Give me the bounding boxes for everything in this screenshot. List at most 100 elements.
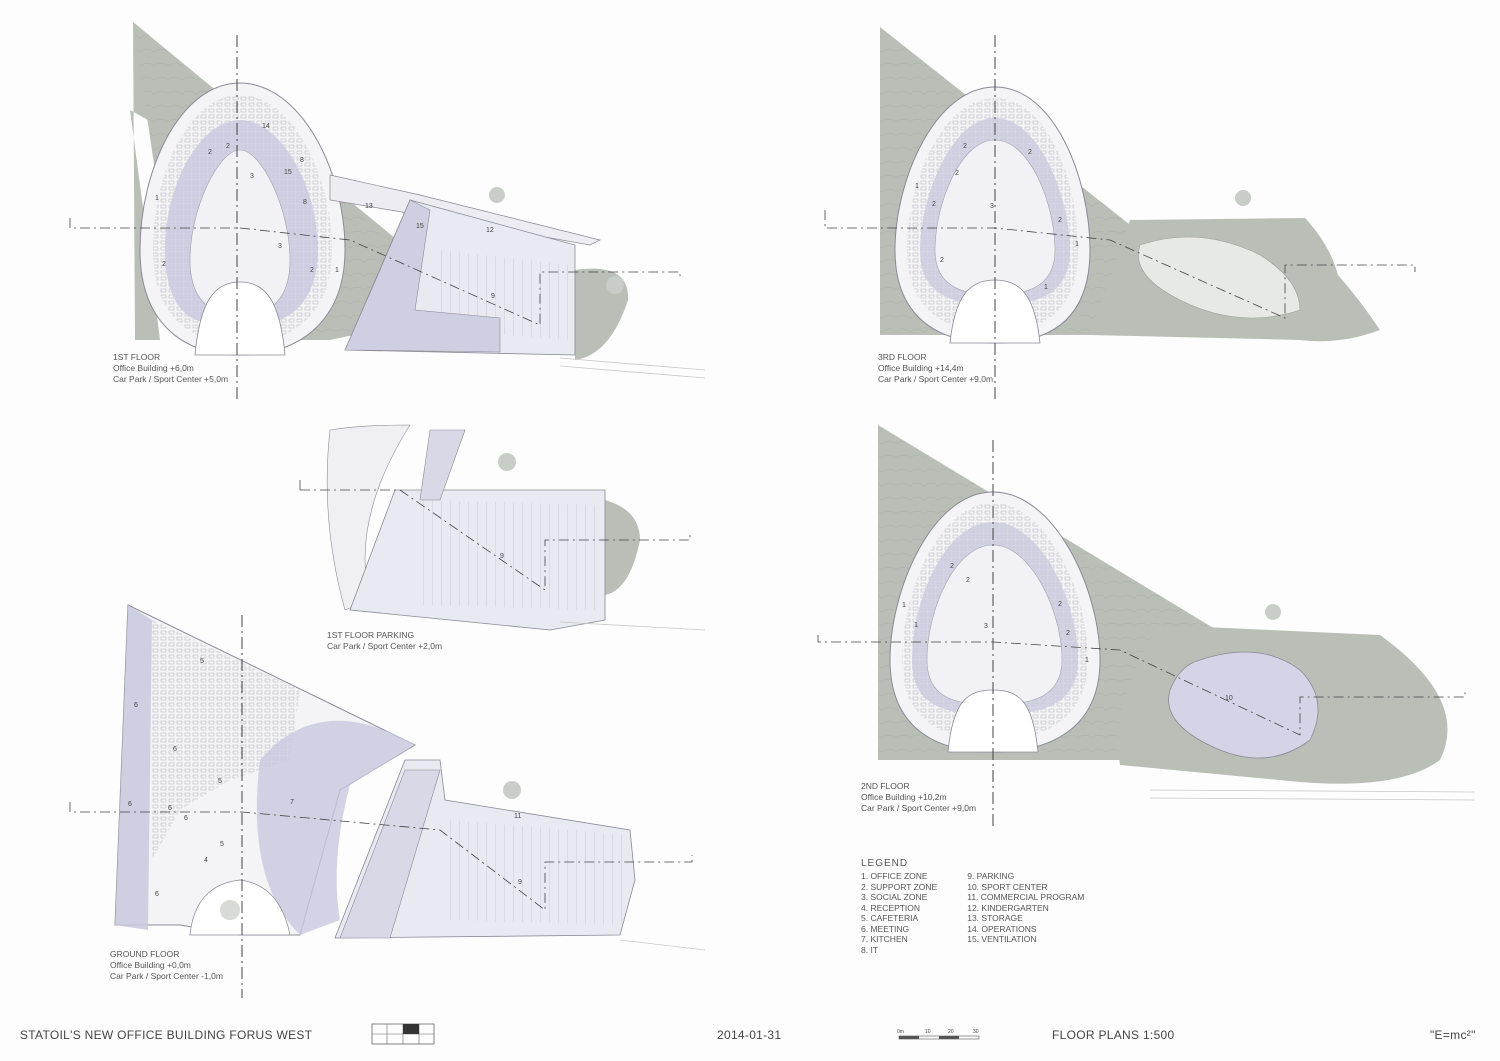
section-line <box>824 210 1416 319</box>
legend-item: 11. COMMERCIAL PROGRAM <box>967 892 1085 902</box>
road-line <box>559 621 706 631</box>
room-number: 1 <box>335 267 339 274</box>
plan-second-floor <box>817 425 1476 828</box>
caption-line: Car Park / Sport Center +2,0m <box>327 641 443 651</box>
car-park-stalls <box>420 500 595 610</box>
legend-item: 2. SUPPORT ZONE <box>861 881 938 892</box>
room-number: 1 <box>1085 657 1089 664</box>
caption-title: 3RD FLOOR <box>878 352 927 362</box>
room-number: 10 <box>1225 695 1233 702</box>
plan-third-floor <box>824 27 1416 400</box>
room-number: 3 <box>278 243 282 250</box>
caption-second-floor: 2ND FLOOR Office Building +10,2m Car Par… <box>861 781 976 814</box>
legend: LEGEND 1. OFFICE ZONE 2. SUPPORT ZONE 3.… <box>861 858 1084 955</box>
room-number: 2 <box>310 267 314 274</box>
road-line <box>559 357 706 371</box>
room-number: 5 <box>220 841 224 848</box>
room-number: 6 <box>155 891 159 898</box>
section-line <box>69 218 681 326</box>
caption-third-floor: 3RD FLOOR Office Building +14,4m Car Par… <box>878 352 993 385</box>
room-number: 5 <box>200 658 204 665</box>
room-number: 7 <box>290 799 294 806</box>
plan-first-floor-parking <box>299 424 706 631</box>
section-line <box>69 802 693 911</box>
legend-title: LEGEND <box>861 858 909 869</box>
entrance-arch <box>194 281 286 356</box>
room-number: 2 <box>932 201 936 208</box>
car-park-stalls <box>450 820 625 925</box>
caption-line: Car Park / Sport Center +5,0m <box>113 374 229 384</box>
vertical-core <box>419 429 466 501</box>
landscape-strip <box>605 500 640 595</box>
road-line <box>1149 789 1476 793</box>
caption-line: Office Building +10,2m <box>861 792 947 802</box>
room-number: 12 <box>486 227 494 234</box>
room-number: 6 <box>168 805 172 812</box>
legend-item: 5. CAFETERIA <box>861 913 919 923</box>
room-number: 9 <box>500 553 504 560</box>
room-number: 2 <box>226 143 230 150</box>
plan-ground-floor <box>69 604 706 998</box>
plan-first-floor <box>69 22 706 400</box>
legend-item: 7. KITCHEN <box>861 934 908 944</box>
room-number: 11 <box>514 813 521 820</box>
caption-title: 2ND FLOOR <box>861 781 910 791</box>
scale-label: 30 <box>973 1029 979 1035</box>
project-title: STATOIL'S NEW OFFICE BUILDING FORUS WEST <box>20 1028 313 1042</box>
room-number: 6 <box>173 746 177 753</box>
room-number: 2 <box>1058 217 1062 224</box>
ramp <box>339 769 441 939</box>
motto: "E=mc²" <box>1430 1028 1476 1042</box>
legend-item: 13. STORAGE <box>967 913 1023 923</box>
room-number: 2 <box>208 149 212 156</box>
sheet-title: FLOOR PLANS 1:500 <box>1052 1028 1175 1042</box>
room-number: 2 <box>162 261 166 268</box>
legend-item: 10. SPORT CENTER <box>967 881 1048 892</box>
caption-line: Office Building +14,4m <box>878 363 964 373</box>
reception-lobby <box>189 879 291 936</box>
scale-label: 0m <box>897 1029 904 1035</box>
room-number: 2 <box>963 143 967 150</box>
legend-item: 12. KINDERGARTEN <box>967 902 1049 913</box>
room-number: 8 <box>300 157 304 164</box>
section-line <box>300 489 691 591</box>
room-number: 2 <box>1028 149 1032 156</box>
caption-line: Car Park / Sport Center +9,0m <box>878 374 994 384</box>
room-number: 2 <box>1058 601 1062 608</box>
sport-garden <box>1138 236 1301 319</box>
caption-line: Car Park / Sport Center +9,0m <box>861 803 977 813</box>
legend-item: 15. VENTILATION <box>967 934 1037 944</box>
room-number: 1 <box>902 602 906 609</box>
legend-column: 1. OFFICE ZONE 2. SUPPORT ZONE 3. SOCIAL… <box>861 871 937 955</box>
tree <box>1265 604 1281 620</box>
section-line <box>817 635 1466 736</box>
room-number: 5 <box>218 778 222 785</box>
room-number: 2 <box>966 577 970 584</box>
tree <box>606 276 624 294</box>
sheet-index-key <box>371 1023 435 1045</box>
caption-line: Office Building +6,0m <box>113 363 194 373</box>
room-number: 2 <box>955 170 959 177</box>
room-number: 14 <box>262 123 270 130</box>
room-number: 15 <box>416 223 424 230</box>
room-number: 9 <box>518 879 522 886</box>
room-number: 3 <box>984 623 988 630</box>
legend-item: 8. IT <box>861 944 879 955</box>
room-number: 1 <box>155 195 159 202</box>
caption-first-floor: 1ST FLOOR Office Building +6,0m Car Park… <box>113 352 228 385</box>
legend-item: 9. PARKING <box>967 871 1015 881</box>
room-number: 13 <box>365 203 373 210</box>
legend-item: 3. SOCIAL ZONE <box>861 892 928 902</box>
room-number: 2 <box>940 257 944 264</box>
caption-title: GROUND FLOOR <box>110 949 180 959</box>
room-number: 4 <box>204 857 208 864</box>
tree <box>503 781 521 799</box>
scale-label: 20 <box>948 1029 954 1035</box>
room-number: 6 <box>184 815 188 822</box>
sheet-date: 2014-01-31 <box>717 1028 782 1042</box>
road-line <box>619 939 706 951</box>
legend-item: 14. OPERATIONS <box>967 923 1037 934</box>
room-number: 3 <box>250 173 254 180</box>
